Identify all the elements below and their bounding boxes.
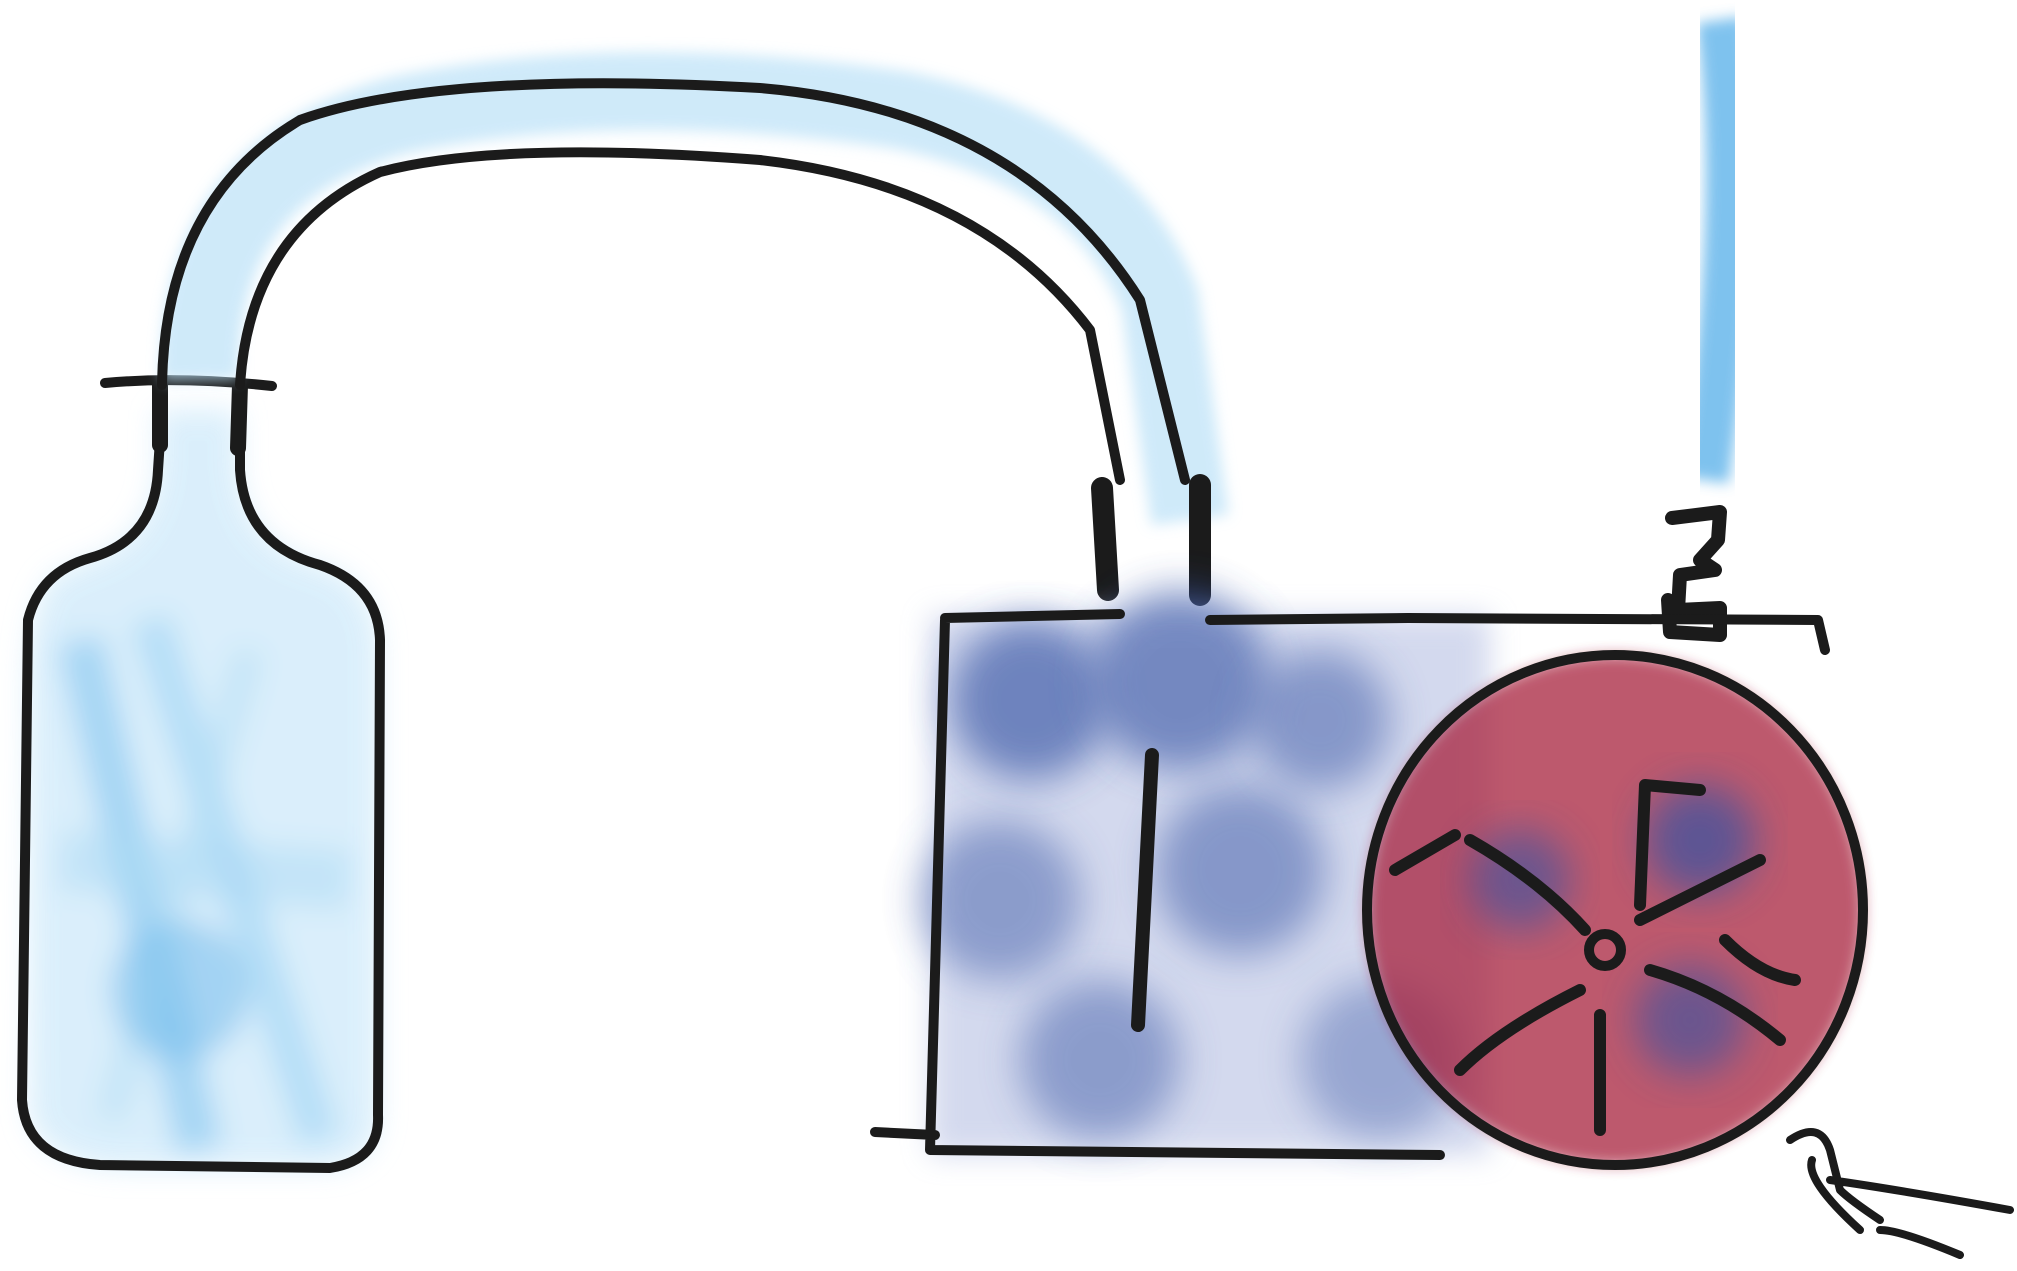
valve <box>1668 20 1730 635</box>
hose-inner <box>240 152 1120 480</box>
fan <box>1367 655 1863 1165</box>
hose-clamp-left <box>1102 488 1108 590</box>
hose <box>162 83 1200 595</box>
vapor-stream-icon <box>1705 20 1730 480</box>
power-cord <box>1790 1132 2010 1255</box>
bottle <box>22 380 380 1168</box>
fan-blade-gap-1 <box>1645 785 1755 895</box>
cord-icon <box>1790 1132 2010 1255</box>
bottle-neck-right <box>238 385 240 448</box>
bottle-fill <box>28 410 378 1168</box>
